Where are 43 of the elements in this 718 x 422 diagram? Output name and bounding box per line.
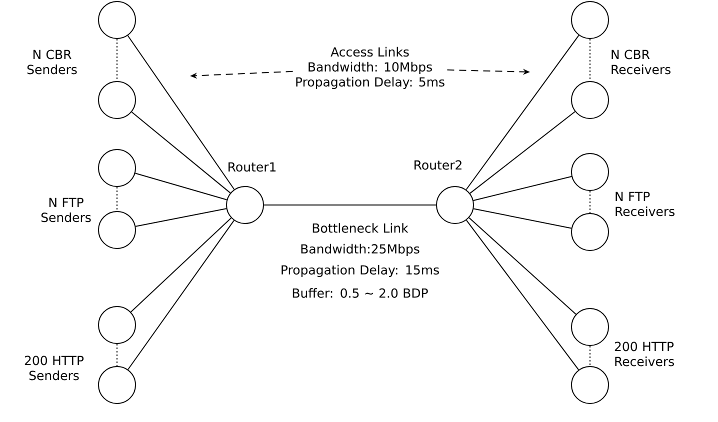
host-circle xyxy=(98,306,136,344)
link-info-text: Bandwidth:25Mbps xyxy=(301,244,420,256)
router-label: Router2 xyxy=(414,160,462,170)
link-line xyxy=(134,172,228,200)
router-circle xyxy=(226,186,264,224)
host-circle xyxy=(98,81,136,119)
group-label: 200 HTTP Receivers xyxy=(614,342,674,366)
link-line xyxy=(468,217,576,315)
group-label: N CBR Senders xyxy=(27,50,77,74)
link-line xyxy=(466,34,580,190)
router-label: Router1 xyxy=(228,162,276,172)
link-line xyxy=(135,208,227,227)
group-label: 200 HTTP Senders xyxy=(24,356,84,380)
host-circle xyxy=(98,210,136,249)
host-circle xyxy=(571,366,609,404)
link-line xyxy=(264,204,436,206)
link-info-text: Access Links Bandwidth: 10Mbps Propagation Delay: 5ms xyxy=(296,46,444,90)
link-info-text: Buffer: 0.5 ~ 2.0 BDP xyxy=(292,288,428,298)
host-circle xyxy=(571,81,609,119)
host-circle xyxy=(98,366,136,404)
host-circle xyxy=(98,149,136,187)
host-circle xyxy=(571,308,609,346)
link-info-text: Propagation Delay: 15ms xyxy=(282,264,439,278)
ellipsis-line xyxy=(116,38,118,82)
link-line xyxy=(128,220,234,370)
link-info-text: Bottleneck Link xyxy=(312,223,408,233)
ellipsis-line xyxy=(116,186,118,212)
group-label: N FTP Senders xyxy=(41,198,91,222)
link-line xyxy=(473,208,572,229)
group-label: N FTP Receivers xyxy=(616,192,674,216)
router-circle xyxy=(436,186,474,224)
link-line xyxy=(130,217,232,312)
group-label: N CBR Receivers xyxy=(612,50,670,74)
host-circle xyxy=(571,152,609,191)
ellipsis-line xyxy=(116,343,118,366)
host-circle xyxy=(571,1,609,39)
link-line xyxy=(470,111,576,194)
host-circle xyxy=(98,1,136,39)
link-line xyxy=(466,220,580,370)
link-line xyxy=(472,176,572,201)
link-line xyxy=(127,35,235,190)
host-circle xyxy=(571,212,609,251)
link-line xyxy=(131,112,231,194)
